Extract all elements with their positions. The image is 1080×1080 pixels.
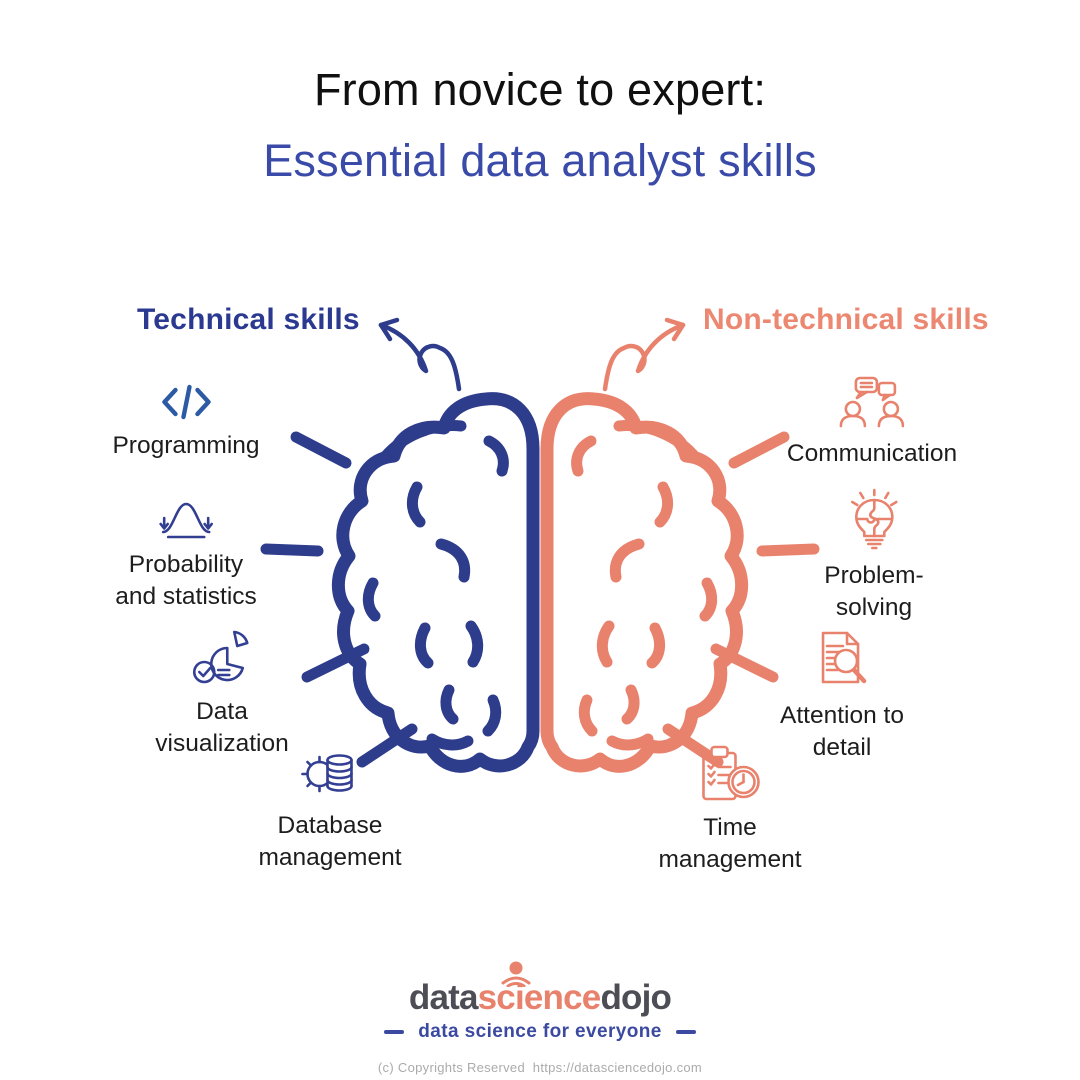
logo-text-dojo: dojo: [600, 978, 672, 1017]
skill-label: Programming: [112, 432, 260, 459]
pie-chart-icon: [192, 630, 249, 684]
skill-probability-statistics: Probability and statistics: [115, 497, 257, 613]
title-block: From novice to expert: Essential data an…: [0, 64, 1080, 187]
bell-curve-icon: [159, 502, 213, 539]
technical-skills-heading: Technical skills: [137, 303, 360, 336]
skill-label: Time management: [658, 814, 802, 873]
page-title: From novice to expert:: [313, 64, 767, 115]
database-gear-icon: [300, 754, 353, 793]
brain-left-hemisphere: [338, 399, 533, 767]
clipboard-clock-icon: [701, 745, 760, 801]
people-chat-icon: [839, 376, 905, 428]
skill-label: Communication: [786, 440, 958, 467]
lightbulb-puzzle-icon: [850, 488, 898, 550]
tagline-dash-left: [384, 1030, 405, 1034]
skill-time-management: Time management: [658, 744, 802, 876]
code-icon: [161, 384, 211, 420]
skill-data-visualization: Data visualization: [155, 630, 289, 760]
person-icon: [501, 961, 531, 987]
tagline-text: data science for everyone: [418, 1021, 662, 1042]
skill-label: Attention to detail: [780, 702, 904, 761]
brain-right-hemisphere: [547, 399, 742, 767]
skill-attention-to-detail: Attention to detail: [780, 630, 904, 764]
tagline-row: data science for everyone: [0, 1021, 1080, 1043]
skill-database-management: Database management: [258, 744, 402, 874]
logo-text-data: data: [408, 978, 479, 1017]
skill-communication: Communication: [787, 376, 957, 470]
skill-label: Problem- solving: [824, 562, 924, 621]
skill-label: Data visualization: [155, 698, 289, 757]
non-technical-skills-heading: Non-technical skills: [703, 303, 989, 336]
curl-arrow-left: [381, 320, 459, 389]
skill-label: Database management: [258, 812, 402, 871]
curl-arrow-right: [605, 320, 683, 389]
footer: datasciencedojo data science for everyon…: [0, 961, 1080, 1075]
datasciencedojo-logo: datasciencedojo: [408, 961, 672, 1017]
logo-text-science: science: [477, 978, 602, 1017]
skill-problem-solving: Problem- solving: [824, 488, 924, 624]
copyright-text: (c) Copyrights Reserved https://datascie…: [377, 1060, 703, 1075]
skill-label: Probability and statistics: [115, 551, 257, 610]
page-subtitle: Essential data analyst skills: [263, 135, 817, 186]
skill-programming: Programming: [112, 382, 260, 462]
document-magnifier-icon: [821, 631, 867, 684]
tagline-dash-right: [675, 1030, 696, 1034]
